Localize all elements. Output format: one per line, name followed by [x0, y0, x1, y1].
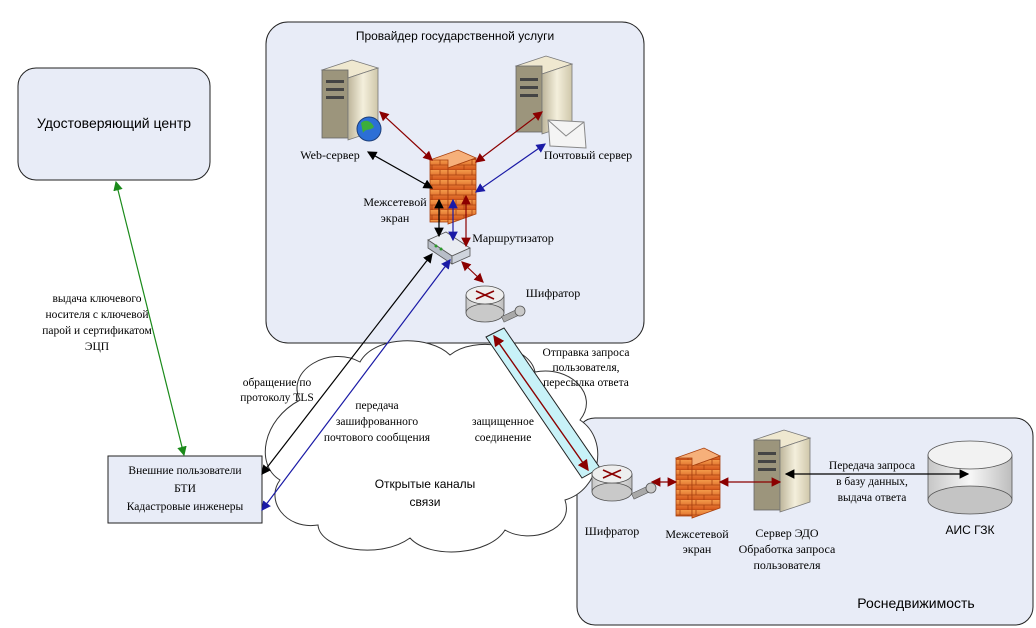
firewall-bottom-label-2: экран	[683, 542, 712, 556]
ais-gzk-label: АИС ГЗК	[945, 523, 994, 537]
edo-server-icon	[752, 429, 812, 513]
request-send-line-2: пользователя,	[552, 362, 619, 374]
firewall-top-label-2: экран	[381, 211, 410, 225]
connection-arrows	[113, 111, 970, 511]
tls-line-1: обращение по	[243, 377, 312, 389]
edge-label-request-send: Отправка запроса пользователя, пересылка…	[543, 347, 630, 389]
rosreestr-zone-title: Роснедвижимость	[857, 595, 974, 611]
edo-server-label-2: Обработка запроса	[739, 542, 836, 556]
edo-server-label-1: Сервер ЭДО	[755, 526, 818, 540]
edge-label-secure-connection: защищенное соединение	[472, 416, 534, 444]
firewall-bottom-label-1: Межсетевой	[665, 527, 729, 541]
provider-zone-title: Провайдер государственной услуги	[356, 29, 554, 43]
cloud-label-1: Открытые каналы	[375, 477, 476, 491]
mail-server-label: Почтовый сервер	[544, 148, 632, 162]
secure-conn-line-2: соединение	[475, 432, 532, 444]
edge-label-tls: обращение по протоколу TLS	[240, 377, 314, 404]
database-icon	[927, 440, 1013, 515]
db-request-line-1: Передача запроса	[829, 460, 915, 472]
firewall-bottom-icon	[674, 447, 722, 519]
cloud-label-2: связи	[410, 495, 441, 509]
firewall-top-label-1: Межсетевой	[363, 195, 427, 209]
secure-conn-line-1: защищенное	[472, 416, 534, 428]
router-label: Маршрутизатор	[472, 231, 554, 245]
ca-zone: Удостоверяющий центр	[17, 67, 211, 181]
web-server-label: Web-сервер	[300, 148, 359, 162]
request-send-line-1: Отправка запроса	[543, 347, 630, 359]
key-issue-line-3: парой и сертификатом	[42, 325, 152, 337]
encryptor-top-label: Шифратор	[526, 286, 580, 300]
external-users-label-1: Внешние пользователи	[128, 465, 241, 477]
edge-label-key-issue: выдача ключевого носителя с ключевой пар…	[42, 293, 152, 353]
encrypted-mail-line-3: почтового сообщения	[324, 432, 431, 444]
encryptor-bottom-label: Шифратор	[585, 524, 639, 538]
external-users-label-3: Кадастровые инженеры	[127, 501, 244, 513]
request-send-line-3: пересылка ответа	[543, 377, 629, 389]
db-request-line-3: выдача ответа	[838, 492, 907, 504]
external-users-label-2: БТИ	[174, 483, 196, 495]
edge-label-encrypted-mail: передача зашифрованного почтового сообще…	[324, 400, 431, 444]
web-server-icon	[320, 59, 382, 142]
db-request-line-2: в базу данных,	[836, 476, 908, 488]
router-icon	[427, 231, 471, 265]
external-users-box: Внешние пользователи БТИ Кадастровые инж…	[107, 455, 263, 524]
ca-zone-title: Удостоверяющий центр	[37, 115, 191, 131]
edge-label-db-request: Передача запроса в базу данных, выдача о…	[829, 460, 915, 504]
key-issue-line-1: выдача ключевого	[52, 293, 141, 305]
key-issue-line-4: ЭЦП	[85, 341, 109, 353]
encryptor-top-icon	[465, 285, 526, 323]
encrypted-mail-line-2: зашифрованного	[336, 416, 418, 428]
edo-server-label-3: пользователя	[754, 558, 821, 572]
open-channels-cloud: Открытые каналы связи	[264, 340, 599, 553]
encrypted-mail-line-1: передача	[355, 400, 398, 412]
encryptor-bottom-icon	[591, 464, 657, 502]
key-issue-line-2: носителя с ключевой	[45, 309, 148, 321]
tls-line-2: протоколу TLS	[240, 392, 314, 404]
